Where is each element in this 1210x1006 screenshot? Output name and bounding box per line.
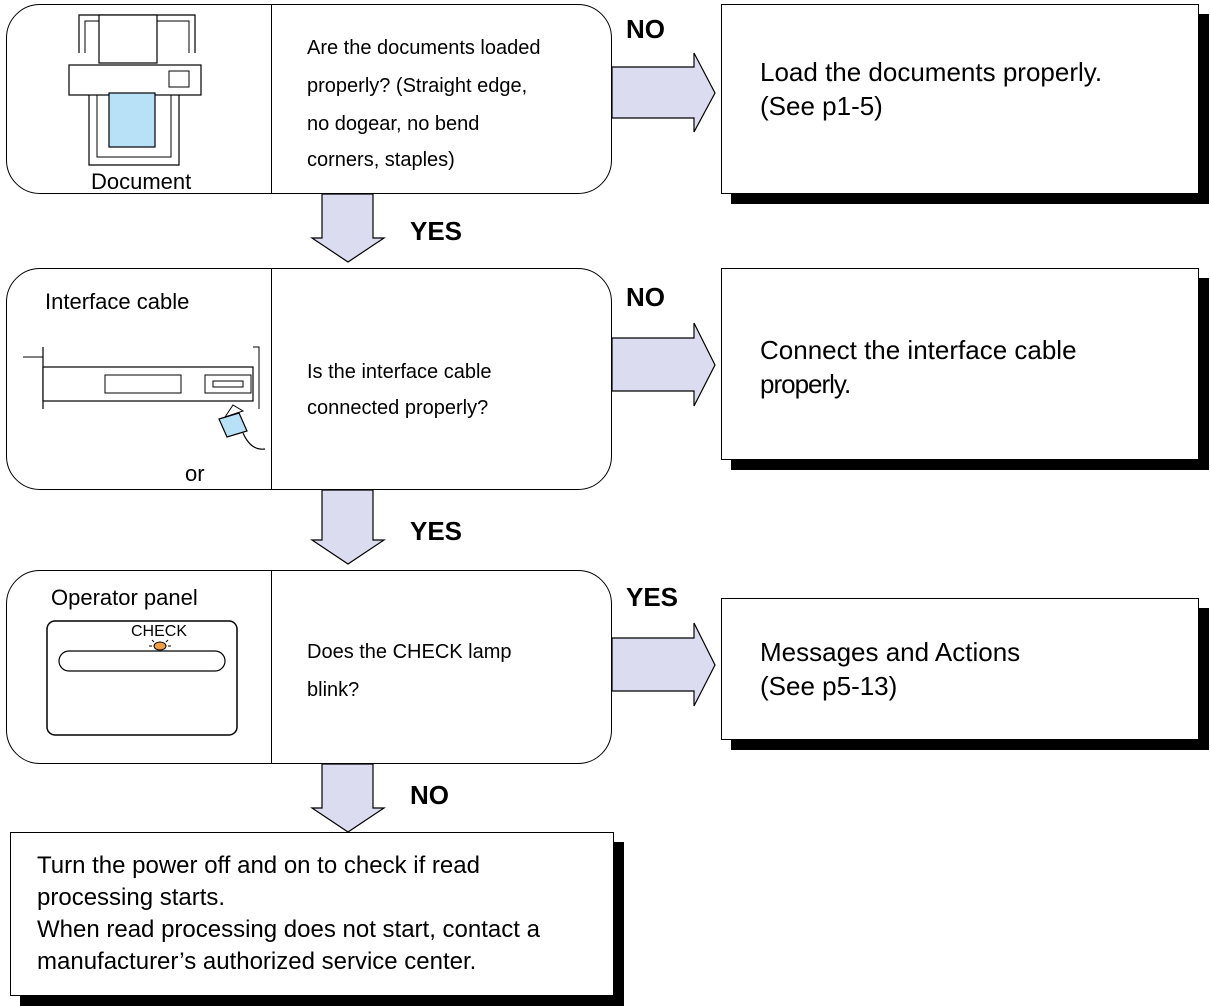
action-text-line: properly. (760, 369, 851, 399)
down-arrow (310, 193, 386, 263)
question-divider (271, 5, 272, 193)
question-box-interface-cable: Interface cable or Is the interface cabl… (6, 268, 612, 490)
final-text-line: Turn the power off and on to check if re… (37, 852, 480, 879)
question-text-line: blink? (307, 679, 360, 701)
or-caption: or (185, 461, 205, 486)
action-text-line: Load the documents properly. (760, 57, 1103, 87)
question-divider (271, 571, 272, 763)
check-lamp (153, 641, 167, 651)
interface-cable-illustration (23, 346, 266, 450)
document-caption: Document (91, 169, 192, 194)
final-action-box: Turn the power off and on to check if re… (10, 832, 614, 996)
action-text-line: Messages and Actions (760, 637, 1021, 667)
down-arrow (310, 489, 386, 565)
scanner-document-illustration (68, 14, 202, 166)
branch-label-no: NO (626, 14, 665, 44)
right-arrow (611, 622, 716, 707)
question-divider (271, 269, 272, 489)
right-arrow (611, 322, 716, 407)
question-text-line: Are the documents loaded (307, 37, 541, 59)
final-text-line: When read processing does not start, con… (37, 916, 540, 943)
down-label-no: NO (410, 780, 449, 810)
action-box-load-documents: Load the documents properly. (See p1-5) (721, 4, 1199, 194)
final-text-line: manufacturer’s authorized service center… (37, 948, 477, 975)
check-lamp-label: CHECK (131, 623, 188, 640)
down-arrow (310, 763, 386, 833)
operator-panel-illustration (46, 620, 238, 736)
question-text-line: properly? (Straight edge, (307, 75, 528, 97)
interface-cable-caption: Interface cable (45, 289, 190, 314)
branch-label-yes: YES (626, 582, 679, 612)
action-text-line: (See p1-5) (760, 91, 883, 121)
down-label-yes: YES (410, 516, 463, 546)
question-text-line: Does the CHECK lamp (307, 641, 512, 663)
question-text-line: corners, staples) (307, 149, 455, 171)
operator-panel-caption: Operator panel (51, 585, 198, 610)
right-arrow (611, 52, 716, 133)
question-box-documents: Document Are the documents loaded proper… (6, 4, 612, 194)
question-text-line: connected properly? (307, 397, 489, 419)
action-box-connect-cable: Connect the interface cable properly. (721, 268, 1199, 460)
question-text-line: no dogear, no bend (307, 113, 480, 135)
branch-label-no: NO (626, 282, 665, 312)
action-box-messages-and-actions: Messages and Actions (See p5-13) (721, 598, 1199, 740)
action-text-line: Connect the interface cable (760, 335, 1077, 365)
final-text-line: processing starts. (37, 884, 226, 911)
down-label-yes: YES (410, 216, 463, 246)
question-box-check-lamp: Operator panel CHECK Does the CHECK lamp… (6, 570, 612, 764)
action-text-line: (See p5-13) (760, 671, 898, 701)
question-text-line: Is the interface cable (307, 361, 492, 383)
